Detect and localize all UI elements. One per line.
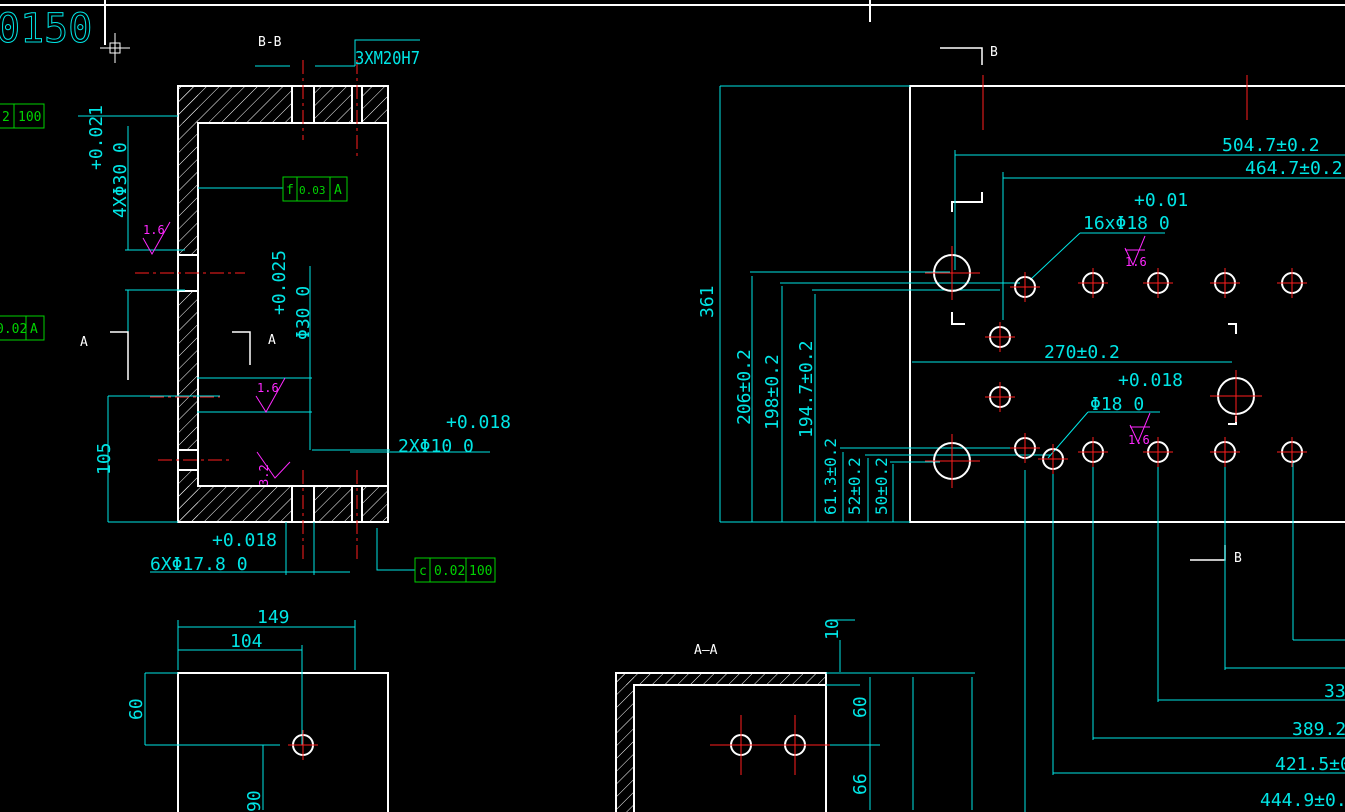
- roughness-4-text: 1.6: [1125, 255, 1147, 269]
- svg-text:0.02: 0.02: [434, 564, 465, 579]
- section-marker-a-mid: A: [268, 333, 276, 348]
- plate-outline: [909, 85, 1345, 523]
- dim-33-text: 33: [1324, 681, 1345, 702]
- parallel-frame[interactable]: c 0.02 100: [414, 557, 496, 583]
- tol-0025-text: +0.025: [269, 250, 290, 315]
- tol-001-text: +0.01: [1134, 190, 1188, 211]
- hatch-left: [178, 86, 198, 522]
- flatness-frame[interactable]: f 0.03 A: [282, 176, 348, 202]
- dim-105-text: 105: [94, 442, 115, 475]
- bottom-left-view: 149 104 60 90: [126, 607, 389, 812]
- drawing-number-text: 0150: [0, 6, 92, 52]
- dim-361-text: 361: [697, 285, 718, 318]
- dim-52-text: 52±0.2: [845, 457, 864, 515]
- dim-270-text: 270±0.2: [1044, 342, 1120, 363]
- dim-66-text: 66: [850, 773, 871, 795]
- dim-5047-text: 504.7±0.2: [1222, 135, 1320, 156]
- dim-198-text: 198±0.2: [762, 354, 783, 430]
- svg-text:0.03: 0.03: [299, 184, 326, 197]
- dim-50-text: 50±0.2: [872, 457, 891, 515]
- dim-206-text: 206±0.2: [734, 349, 755, 425]
- section-bb-view: B-B 3XM20H7 +0.021 4XΦ30 0 +0.025 Φ30 0 …: [0, 35, 511, 583]
- roughness-symbol-1: [142, 221, 171, 256]
- roughness-symbol-5: [1129, 412, 1151, 444]
- svg-text:100: 100: [18, 110, 41, 125]
- svg-text:A: A: [334, 183, 342, 198]
- dim-4647-text: 464.7±0.2: [1245, 158, 1343, 179]
- holes-16x18-text: 16xΦ18 0: [1083, 213, 1170, 234]
- bore-30-text: Φ30 0: [293, 286, 314, 340]
- dim-60-left-text: 60: [126, 698, 147, 720]
- dim-3892-text: 389.2±0: [1292, 719, 1345, 740]
- dim-60-right-text: 60: [850, 696, 871, 718]
- dim-613-text: 61.3±0.2: [821, 438, 840, 515]
- dim-4449-text: 444.9±0.2: [1260, 790, 1345, 811]
- holes-6x178-text: 6XΦ17.8 0: [150, 554, 248, 575]
- section-aa-view: A—A 10 60 66: [615, 618, 975, 812]
- svg-text:A: A: [30, 322, 38, 337]
- svg-text:c: c: [419, 564, 427, 579]
- dim-149-text: 149: [257, 607, 290, 628]
- section-aa-label: A—A: [694, 643, 718, 658]
- dim-104-text: 104: [230, 631, 263, 652]
- tol-0018-b-text: +0.018: [212, 530, 277, 551]
- roughness-5-text: 1.6: [1128, 433, 1150, 447]
- dim-1947-text: 194.7±0.2: [796, 340, 817, 438]
- section-marker-b-top: B: [990, 45, 998, 60]
- svg-text:f: f: [286, 183, 294, 198]
- roughness-symbol-3: [256, 451, 291, 479]
- section-marker-a-left: A: [80, 335, 88, 350]
- plate-holes: [925, 246, 1307, 488]
- tol-0018-c-text: +0.018: [1118, 370, 1183, 391]
- dim-10-text: 10: [822, 618, 843, 640]
- roughness-2-text: 1.6: [257, 381, 279, 395]
- section-bb-label: B-B: [258, 35, 282, 50]
- partial-frame-mid[interactable]: 0.02 A: [0, 315, 45, 341]
- pins-2x10-text: 2XΦ10 0: [398, 436, 474, 457]
- main-plate-view: B B 504.7±0.2 464.7±0.2 +0.01 16xΦ18 0 3…: [697, 45, 1345, 812]
- dim-4215-text: 421.5±0.2: [1275, 754, 1345, 775]
- roughness-symbol-2: [255, 377, 286, 413]
- roughness-3-text: 3.2: [257, 464, 271, 486]
- thread-3xm20-text: 3XM20H7: [355, 48, 420, 69]
- partial-frame-top[interactable]: 2 100: [0, 103, 45, 129]
- tol-0018-a-text: +0.018: [446, 412, 511, 433]
- hole-18-text: Φ18 0: [1090, 394, 1144, 415]
- svg-text:0.02: 0.02: [0, 322, 27, 337]
- svg-text:2: 2: [2, 110, 10, 125]
- tol-0021-text: +0.021: [86, 105, 107, 170]
- bore-4x30-text: 4XΦ30 0: [110, 142, 131, 218]
- roughness-1-text: 1.6: [143, 223, 165, 237]
- dim-90-text: 90: [244, 790, 265, 812]
- roughness-symbol-4: [1124, 235, 1146, 267]
- title-block-fragment: 0150: [0, 0, 1345, 63]
- svg-text:100: 100: [469, 564, 492, 579]
- section-marker-b-bottom: B: [1234, 551, 1242, 566]
